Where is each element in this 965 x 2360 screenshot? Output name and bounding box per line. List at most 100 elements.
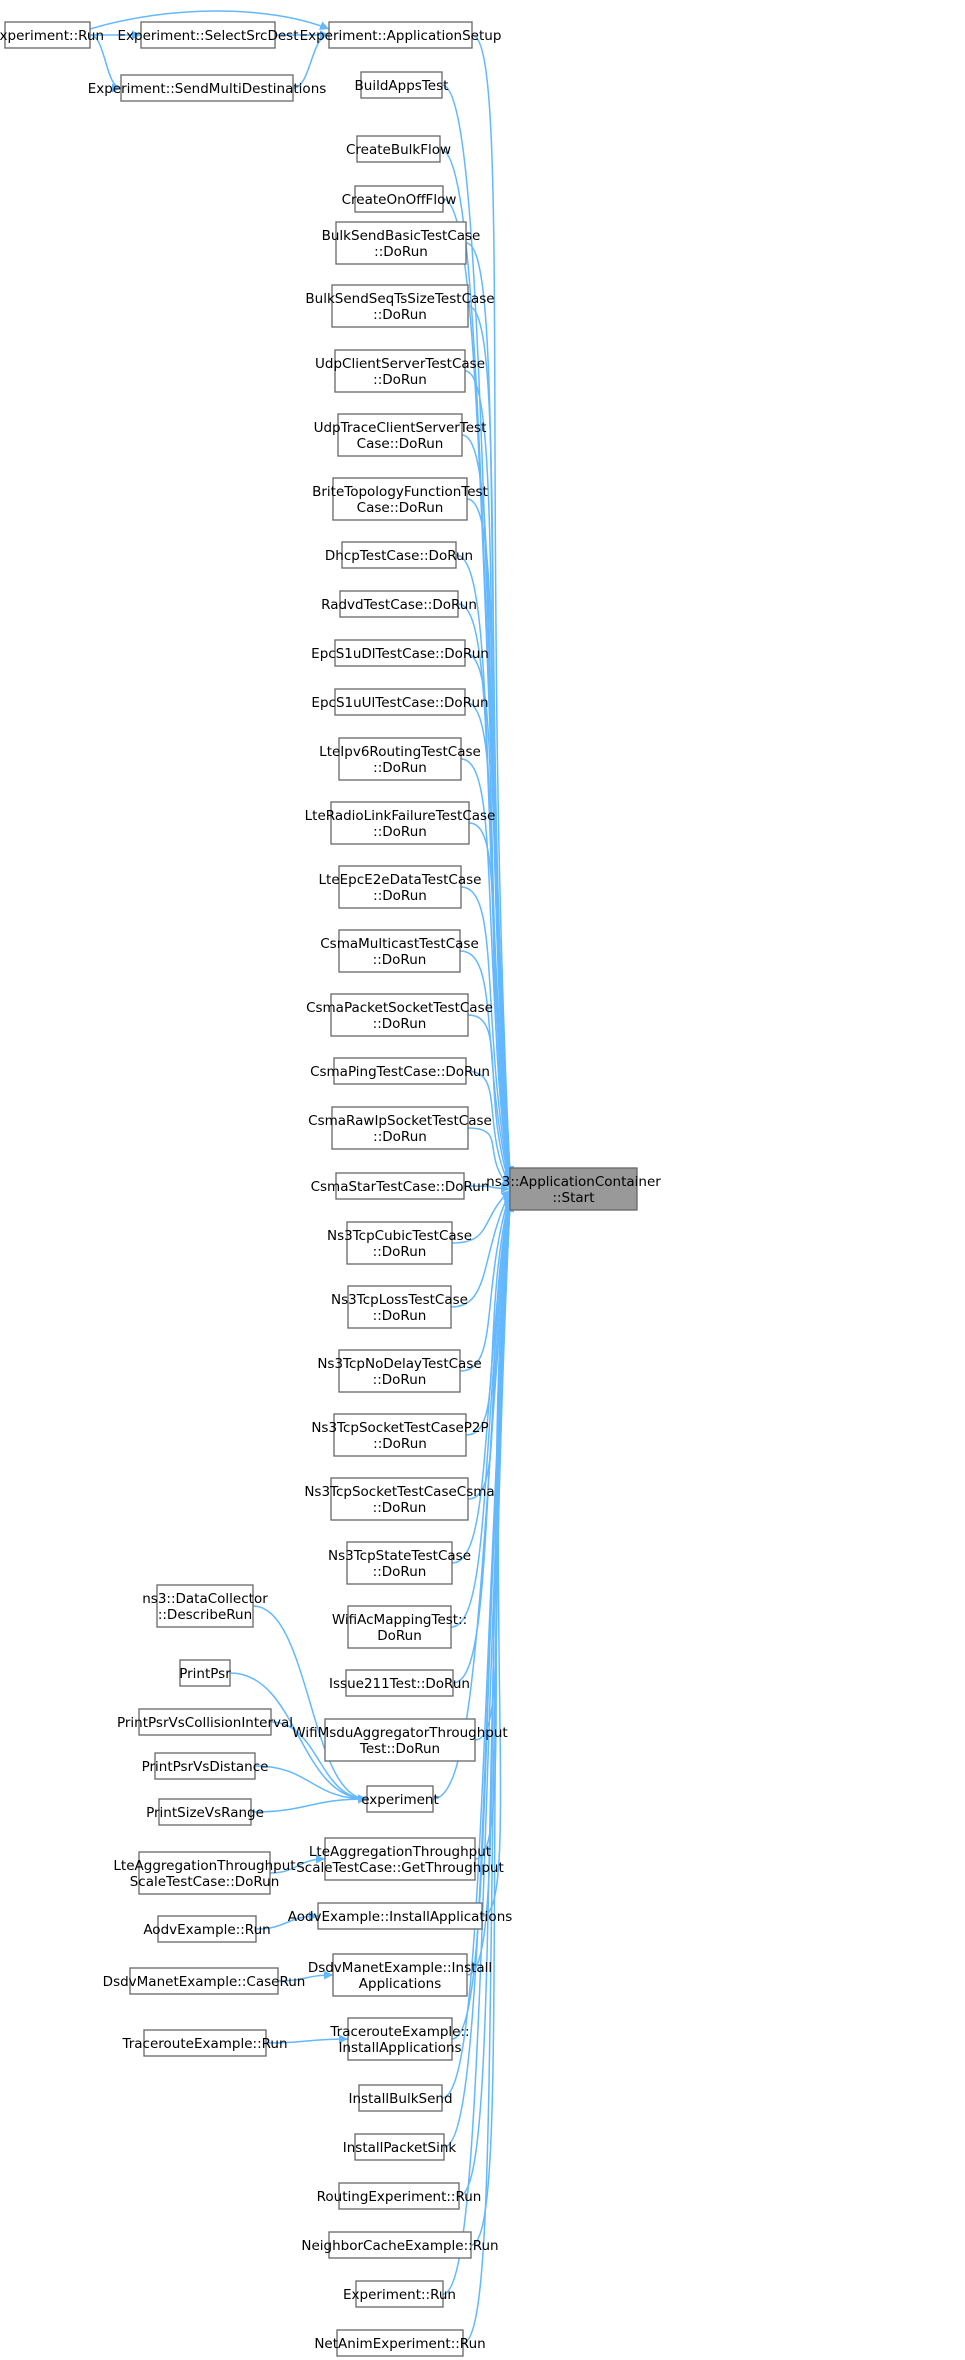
node-tcp_csma[interactable]: Ns3TcpSocketTestCaseCsma::DoRun — [304, 1477, 495, 1521]
node-box[interactable] — [347, 1285, 452, 1329]
node-box[interactable] — [334, 688, 466, 716]
node-box[interactable] — [330, 1477, 469, 1521]
node-aodv_install[interactable]: AodvExample::InstallApplications — [288, 1902, 513, 1930]
node-box[interactable] — [330, 993, 469, 1037]
focus-node[interactable]: ns3::ApplicationContainer::Start — [486, 1167, 661, 1211]
node-dhcp[interactable]: DhcpTestCase::DoRun — [325, 541, 473, 569]
node-tcp_state[interactable]: Ns3TcpStateTestCase::DoRun — [328, 1541, 471, 1585]
node-trace_install[interactable]: TracerouteExample::InstallApplications — [329, 2017, 470, 2061]
node-tcp_p2p[interactable]: Ns3TcpSocketTestCaseP2P::DoRun — [311, 1413, 489, 1457]
node-lte_agg_get[interactable]: LteAggregationThroughputScaleTestCase::G… — [296, 1837, 504, 1881]
node-box[interactable] — [328, 21, 473, 49]
node-box[interactable] — [138, 1851, 271, 1895]
node-box[interactable] — [158, 1798, 252, 1826]
node-box[interactable] — [346, 1541, 453, 1585]
node-box[interactable] — [138, 1708, 272, 1736]
node-box[interactable] — [333, 1413, 467, 1457]
node-csma_ping[interactable]: CsmaPingTestCase::DoRun — [310, 1057, 490, 1085]
node-csma_ps[interactable]: CsmaPacketSocketTestCase::DoRun — [306, 993, 493, 1037]
node-box[interactable] — [338, 929, 461, 973]
node-box[interactable] — [338, 865, 462, 909]
node-box[interactable] — [179, 1659, 231, 1687]
node-box[interactable] — [347, 2017, 453, 2061]
node-box[interactable] — [360, 71, 443, 99]
node-tcp_nodelay[interactable]: Ns3TcpNoDelayTestCase::DoRun — [317, 1349, 482, 1393]
node-tcp_cubic[interactable]: Ns3TcpCubicTestCase::DoRun — [327, 1221, 472, 1265]
node-routing_run[interactable]: RoutingExperiment::Run — [317, 2182, 482, 2210]
node-print_psr_coll[interactable]: PrintPsrVsCollisionInterval — [117, 1708, 293, 1736]
node-print_psr_dist[interactable]: PrintPsrVsDistance — [142, 1752, 269, 1780]
node-tcp_loss[interactable]: Ns3TcpLossTestCase::DoRun — [331, 1285, 468, 1329]
node-box[interactable] — [338, 1349, 461, 1393]
node-box[interactable] — [331, 284, 469, 328]
node-csma_star[interactable]: CsmaStarTestCase::DoRun — [311, 1172, 490, 1200]
node-box[interactable] — [509, 1167, 638, 1211]
node-box[interactable] — [156, 1584, 254, 1628]
node-box[interactable] — [4, 21, 91, 49]
node-wifi_ac[interactable]: WifiAcMappingTest::DoRun — [332, 1605, 467, 1649]
node-box[interactable] — [346, 1221, 453, 1265]
node-box[interactable] — [120, 74, 294, 102]
node-box[interactable] — [332, 1953, 468, 1997]
node-box[interactable] — [333, 1057, 467, 1085]
node-select_src[interactable]: Experiment::SelectSrcDest — [117, 21, 299, 49]
node-experiment[interactable]: experiment — [361, 1785, 439, 1813]
node-lte_rlf[interactable]: LteRadioLinkFailureTestCase::DoRun — [305, 801, 496, 845]
node-issue211[interactable]: Issue211Test::DoRun — [329, 1669, 470, 1697]
node-box[interactable] — [330, 801, 470, 845]
node-box[interactable] — [358, 2084, 443, 2112]
node-box[interactable] — [347, 1605, 452, 1649]
node-box[interactable] — [335, 1172, 465, 1200]
node-box[interactable] — [324, 1718, 476, 1762]
node-box[interactable] — [140, 21, 276, 49]
node-trace_run[interactable]: TracerouteExample::Run — [121, 2029, 288, 2057]
node-csma_raw[interactable]: CsmaRawIpSocketTestCase::DoRun — [308, 1106, 492, 1150]
node-aodv_run[interactable]: AodvExample::Run — [143, 1915, 271, 1943]
node-exp_run_top[interactable]: Experiment::Run — [0, 21, 104, 49]
node-udp_client[interactable]: UdpClientServerTestCase::DoRun — [315, 349, 485, 393]
node-exp_run_bottom[interactable]: Experiment::Run — [343, 2280, 456, 2308]
node-box[interactable] — [356, 135, 441, 163]
node-lte_agg_run[interactable]: LteAggregationThroughputScaleTestCase::D… — [113, 1851, 296, 1895]
node-box[interactable] — [334, 349, 466, 393]
node-box[interactable] — [143, 2029, 267, 2057]
node-box[interactable] — [335, 221, 467, 265]
node-box[interactable] — [354, 185, 444, 213]
node-install_bulk[interactable]: InstallBulkSend — [348, 2084, 453, 2112]
node-box[interactable] — [339, 590, 459, 618]
node-epc_ul[interactable]: EpcS1uUlTestCase::DoRun — [311, 688, 489, 716]
node-epc_dl[interactable]: EpcS1uDlTestCase::DoRun — [311, 639, 489, 667]
node-lte_e2e[interactable]: LteEpcE2eDataTestCase::DoRun — [319, 865, 482, 909]
node-csma_mc[interactable]: CsmaMulticastTestCase::DoRun — [320, 929, 479, 973]
node-box[interactable] — [337, 413, 463, 457]
node-radvd[interactable]: RadvdTestCase::DoRun — [321, 590, 477, 618]
node-bulk_seq[interactable]: BulkSendSeqTsSizeTestCase::DoRun — [305, 284, 495, 328]
node-box[interactable] — [332, 477, 468, 521]
node-box[interactable] — [336, 2329, 464, 2357]
node-create_bulk[interactable]: CreateBulkFlow — [346, 135, 451, 163]
node-box[interactable] — [129, 1967, 279, 1995]
node-send_multi[interactable]: Experiment::SendMultiDestinations — [88, 74, 327, 102]
node-box[interactable] — [338, 737, 462, 781]
node-create_onoff[interactable]: CreateOnOffFlow — [342, 185, 457, 213]
node-box[interactable] — [328, 2231, 472, 2259]
node-box[interactable] — [324, 1837, 476, 1881]
node-neighbor_run[interactable]: NeighborCacheExample::Run — [301, 2231, 499, 2259]
node-netanim_run[interactable]: NetAnimExperiment::Run — [314, 2329, 486, 2357]
node-build_apps[interactable]: BuildAppsTest — [355, 71, 449, 99]
node-box[interactable] — [334, 639, 466, 667]
node-bulk_basic[interactable]: BulkSendBasicTestCase::DoRun — [322, 221, 481, 265]
node-box[interactable] — [154, 1752, 256, 1780]
node-install_sink[interactable]: InstallPacketSink — [343, 2133, 457, 2161]
node-data_collector[interactable]: ns3::DataCollector::DescribeRun — [142, 1584, 268, 1628]
node-box[interactable] — [157, 1915, 257, 1943]
node-print_size[interactable]: PrintSizeVsRange — [146, 1798, 264, 1826]
node-print_psr[interactable]: PrintPsr — [179, 1659, 231, 1687]
node-box[interactable] — [345, 1669, 454, 1697]
node-dsdv_case[interactable]: DsdvManetExample::CaseRun — [103, 1967, 306, 1995]
node-box[interactable] — [338, 2182, 460, 2210]
node-box[interactable] — [341, 541, 457, 569]
